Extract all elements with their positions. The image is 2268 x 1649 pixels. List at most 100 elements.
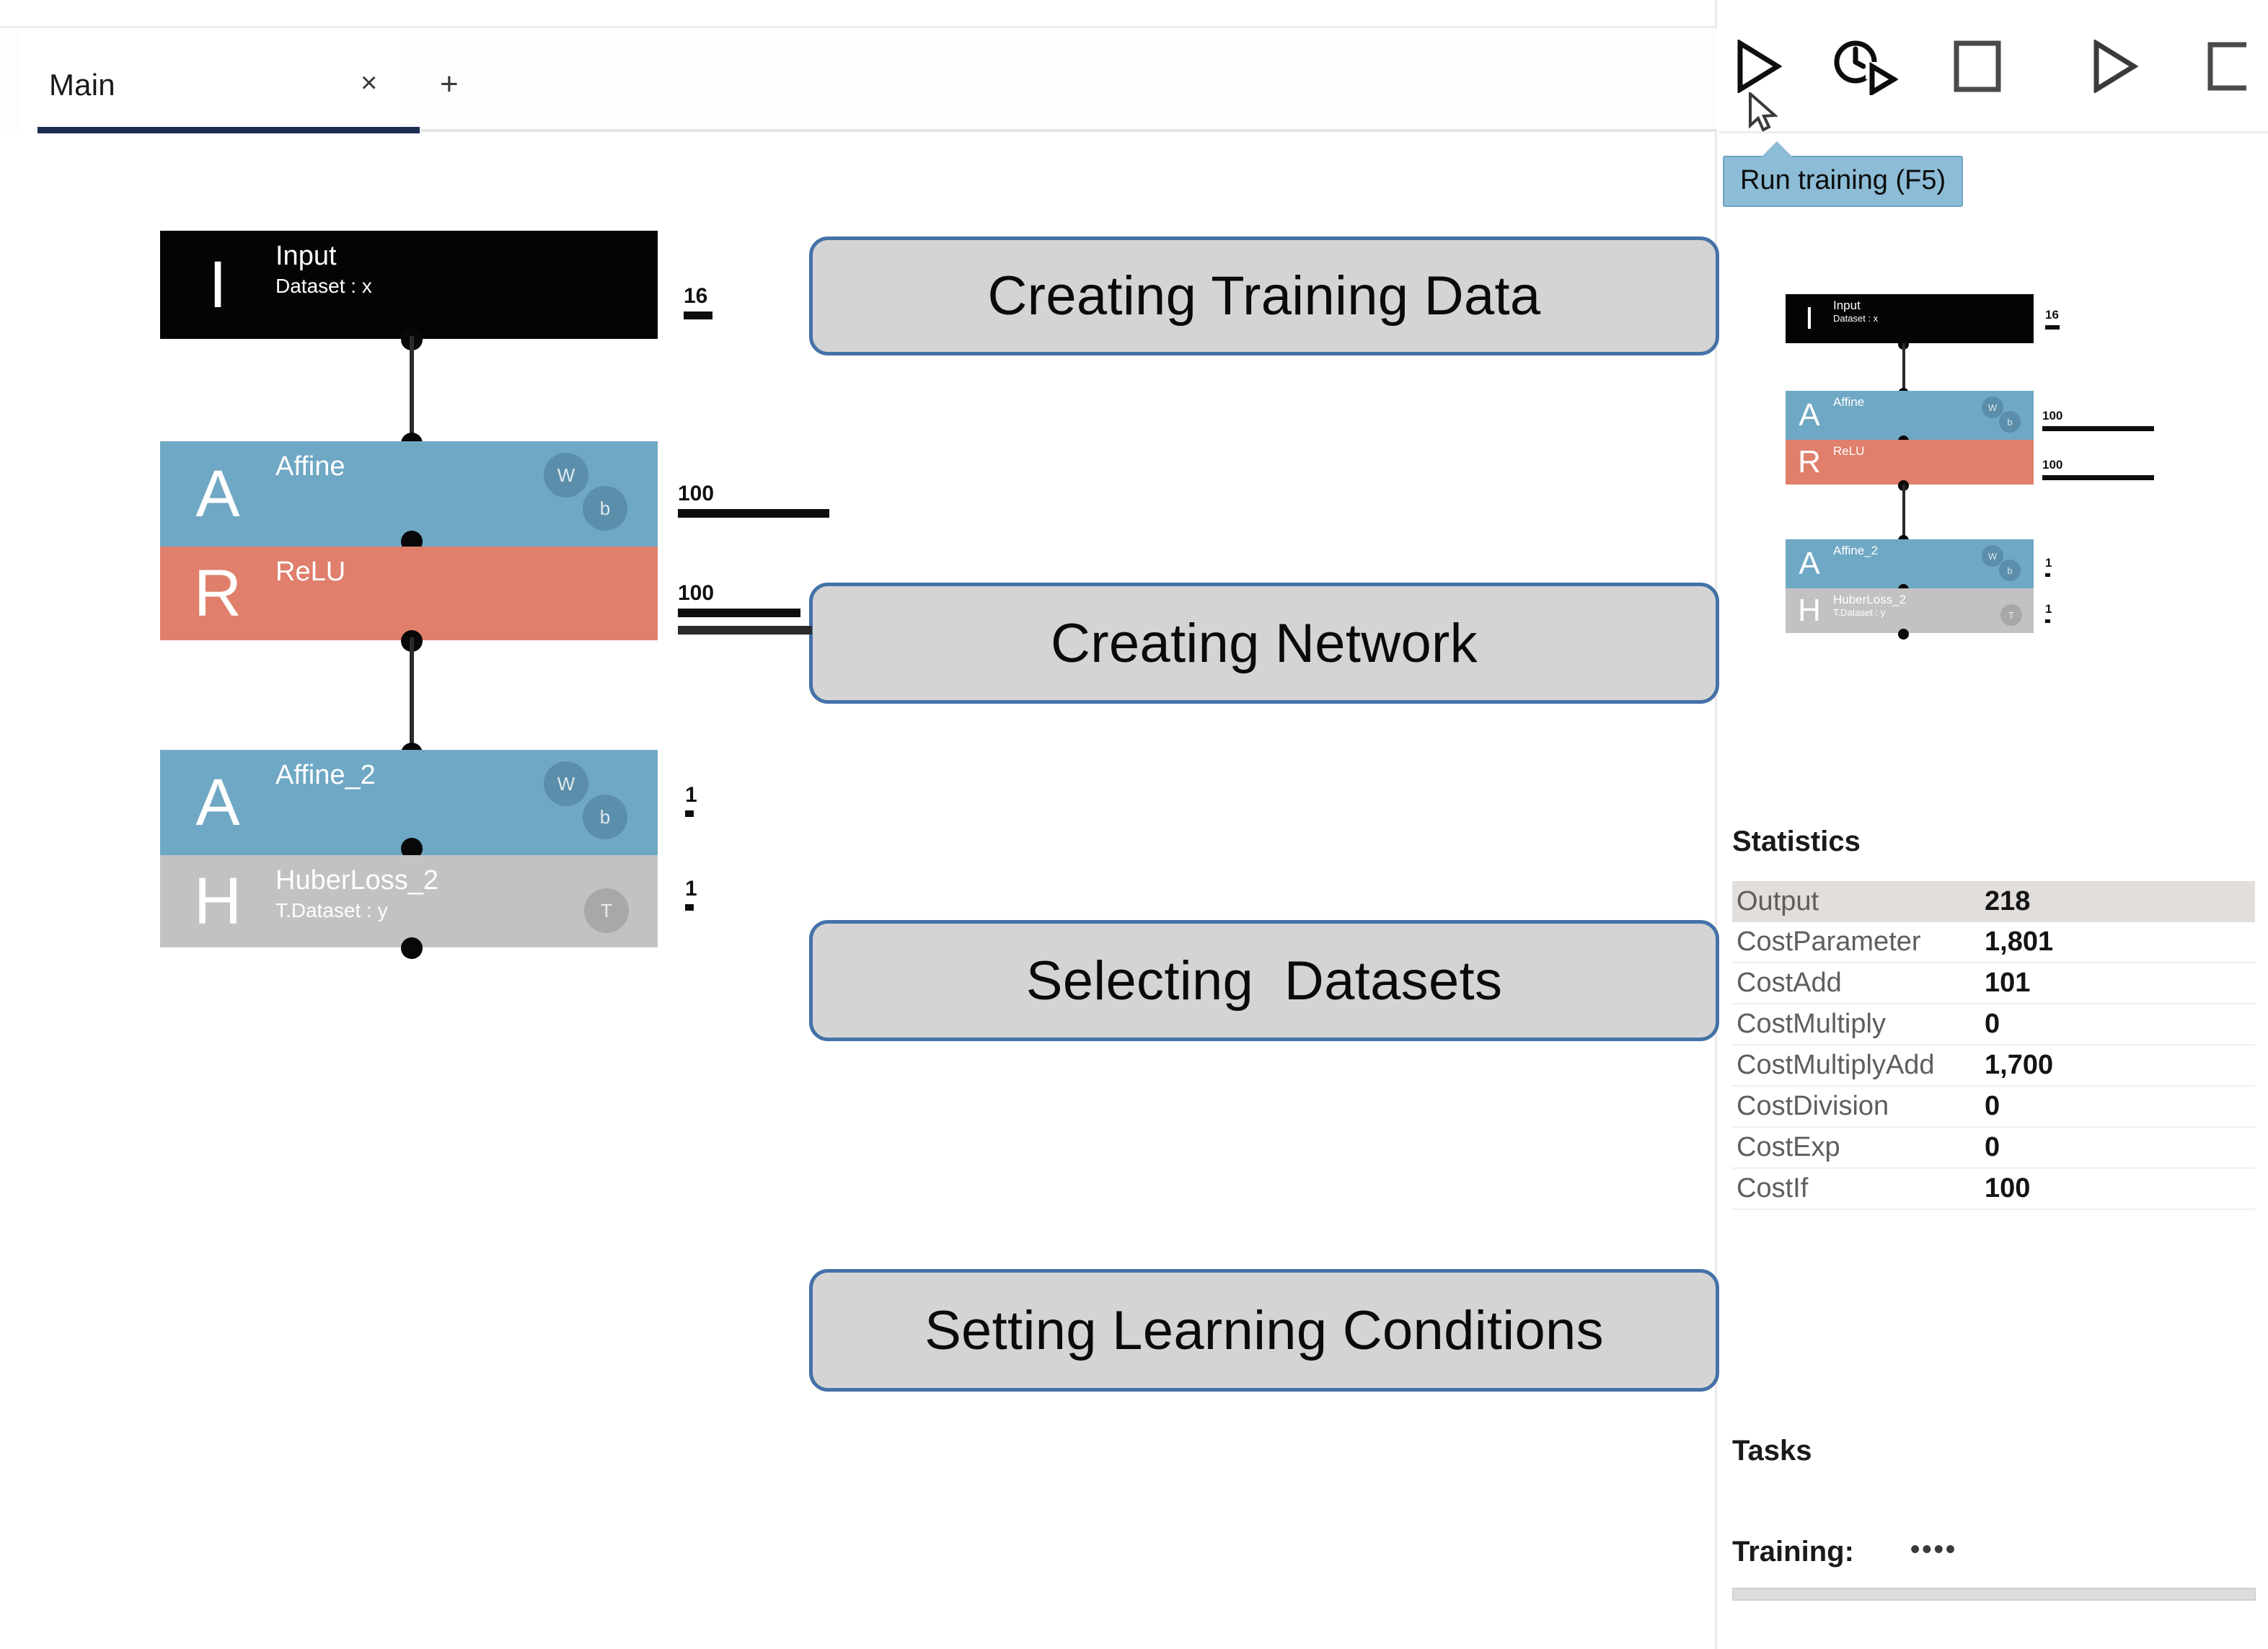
run-toolbar	[1719, 0, 2268, 133]
callout-label-1: Creating Network	[1051, 612, 1478, 674]
callout-selecting-datasets[interactable]: Selecting Datasets	[809, 920, 1719, 1041]
edge-input-affine	[410, 336, 414, 443]
statistics-row-value: 1,801	[1985, 927, 2054, 957]
statistics-title: Statistics	[1732, 826, 1861, 857]
tab-main[interactable]: Main ×	[19, 28, 420, 133]
graph-node-input[interactable]: I Input Dataset : x	[160, 231, 658, 339]
statistics-row[interactable]: CostIf 100	[1732, 1169, 2255, 1210]
run-evaluation-button[interactable]	[2080, 32, 2149, 101]
dim-bar-1-a	[685, 810, 694, 817]
badge-b-affine2[interactable]: b	[583, 795, 627, 839]
callout-creating-network[interactable]: Creating Network	[809, 583, 1719, 704]
dim-value-1-b: 1	[685, 877, 697, 901]
statistics-row-value: 100	[1985, 1173, 2031, 1203]
mini-dim-value-100-b: 100	[2042, 458, 2063, 472]
graph-node-relu[interactable]: R ReLU	[160, 547, 658, 640]
graph-node-affine[interactable]: A Affine W b	[160, 441, 658, 547]
run-scheduled-training-button[interactable]	[1830, 32, 1899, 101]
stop-evaluation-button[interactable]	[2195, 32, 2264, 101]
training-label: Training:	[1732, 1536, 1854, 1568]
mini-name-input: Input	[1833, 299, 1861, 312]
graph-node-huberloss2[interactable]: H HuberLoss_2 T.Dataset : y T	[160, 855, 658, 947]
mini-dim-bar-16	[2045, 325, 2060, 330]
mini-port-huberloss2-out	[1898, 629, 1909, 640]
dim-value-100-b: 100	[678, 581, 715, 605]
stop-button[interactable]	[1943, 32, 2012, 101]
statistics-row-value: 1,700	[1985, 1050, 2054, 1080]
callout-setting-learning-conditions[interactable]: Setting Learning Conditions	[809, 1269, 1719, 1392]
mini-badge-t-huberloss2: T	[2000, 604, 2022, 626]
statistics-row-value: 218	[1985, 886, 2031, 916]
mini-badge-w-affine: W	[1982, 397, 2003, 418]
callout-creating-training-data[interactable]: Creating Training Data	[809, 236, 1719, 355]
mini-glyph-huberloss2: H	[1798, 593, 1821, 628]
mini-glyph-input: I	[1804, 301, 1814, 336]
mini-dim-bar-1-b	[2045, 619, 2050, 623]
node-glyph-relu: R	[193, 557, 242, 630]
node-glyph-huberloss2: H	[193, 865, 242, 938]
add-tab-icon[interactable]: +	[440, 66, 459, 102]
statistics-row-key: CostMultiplyAdd	[1737, 1050, 1935, 1080]
mini-glyph-relu: R	[1798, 444, 1821, 479]
mini-node-huberloss2: H HuberLoss_2 T.Dataset : y T	[1786, 588, 2034, 633]
statistics-row-key: CostMultiply	[1737, 1009, 1886, 1039]
statistics-row-key: Output	[1737, 886, 1819, 916]
statistics-row[interactable]: Output 218	[1732, 881, 2255, 922]
mini-badge-b-affine: b	[1999, 411, 2021, 433]
badge-w-affine2[interactable]: W	[544, 761, 588, 806]
statistics-row-key: CostIf	[1737, 1173, 1809, 1203]
mini-dim-value-100-a: 100	[2042, 409, 2063, 423]
mini-node-affine: A Affine W b	[1786, 391, 2034, 440]
tab-bar-baseline	[401, 129, 1717, 132]
badge-w-affine[interactable]: W	[544, 453, 588, 498]
dim-bar-100-a	[678, 509, 829, 518]
network-overview-preview[interactable]: I Input Dataset : x A Affine W b R	[1719, 281, 2268, 800]
training-progress-bar[interactable]	[1732, 1588, 2256, 1601]
dim-label-1-b: 1	[685, 878, 697, 911]
mini-name-affine2: Affine_2	[1833, 544, 1879, 557]
mini-dim-value-16: 16	[2045, 308, 2059, 322]
mini-glyph-affine: A	[1799, 397, 1820, 433]
node-sub-huberloss2: T.Dataset : y	[275, 898, 388, 921]
dim-value-16: 16	[684, 284, 708, 308]
badge-t-huberloss2[interactable]: T	[584, 888, 629, 933]
tasks-title: Tasks	[1732, 1435, 1812, 1467]
mini-badge-w-affine2: W	[1982, 545, 2003, 567]
callout-label-0: Creating Training Data	[987, 265, 1541, 327]
statistics-row-key: CostAdd	[1737, 968, 1842, 998]
node-glyph-input: I	[208, 248, 227, 322]
dim-bar-100-b	[678, 609, 800, 617]
dim-value-100-a: 100	[678, 482, 715, 505]
run-training-button[interactable]	[1724, 32, 1793, 101]
tab-close-icon[interactable]: ×	[361, 67, 378, 99]
dim-label-100-b: 100	[678, 583, 800, 617]
statistics-row-value: 0	[1985, 1132, 2000, 1162]
statistics-row-key: CostDivision	[1737, 1091, 1889, 1121]
tooltip-arrow	[1760, 141, 1794, 159]
mini-glyph-affine2: A	[1799, 546, 1820, 581]
statistics-row[interactable]: CostMultiplyAdd 1,700	[1732, 1045, 2255, 1087]
network-graph: I Input Dataset : x A Affine W b	[0, 0, 829, 1009]
clock-play-icon	[1834, 40, 1898, 95]
mini-name-huberloss2: HuberLoss_2	[1833, 593, 1907, 606]
dim-label-1-a: 1	[685, 784, 697, 817]
mini-edge-relu-affine2	[1902, 485, 1905, 541]
stop-square-icon	[1954, 40, 2001, 92]
dim-bar-16	[684, 311, 712, 319]
graph-node-affine2[interactable]: A Affine_2 W b	[160, 750, 658, 855]
right-side-panel: I Input Dataset : x A Affine W b R	[1719, 0, 2268, 1649]
node-name-affine2: Affine_2	[275, 760, 376, 790]
node-sub-input: Dataset : x	[275, 274, 372, 297]
dim-label-100-a: 100	[678, 483, 829, 518]
badge-b-affine[interactable]: b	[583, 486, 627, 531]
mini-node-input: I Input Dataset : x	[1786, 294, 2034, 343]
port-huberloss2-out[interactable]	[401, 937, 423, 959]
tab-active-underline	[37, 127, 420, 133]
mini-name-relu: ReLU	[1833, 444, 1865, 458]
